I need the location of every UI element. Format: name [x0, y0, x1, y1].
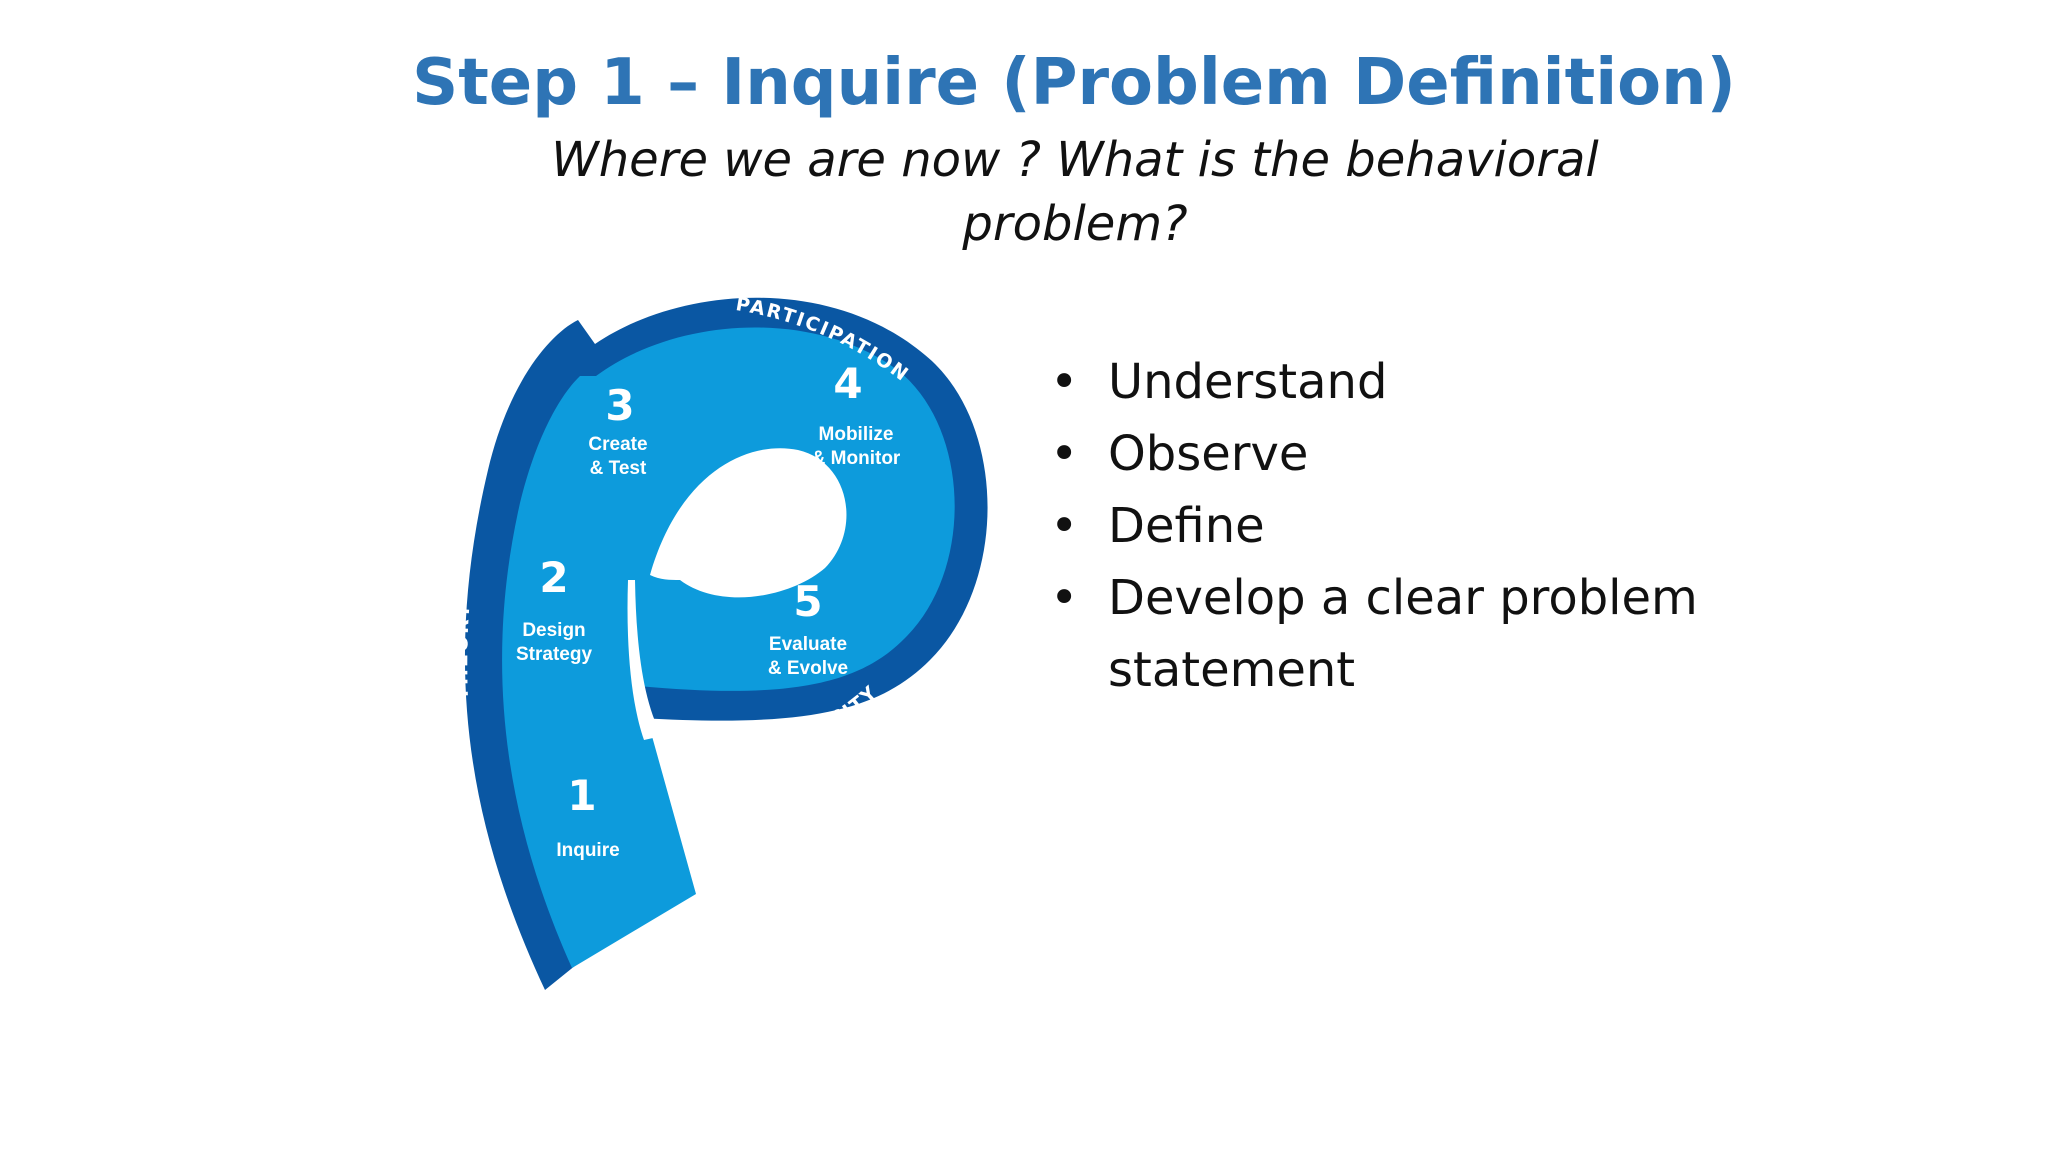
- step-2-group: 2 Design Strategy: [516, 553, 592, 665]
- step-4-label-line2: & Monitor: [812, 448, 901, 469]
- step-2-label-line2: Strategy: [516, 644, 592, 665]
- bullet-text: Develop a clear problem statement: [1108, 570, 1698, 698]
- bullet-item: • Observe: [1050, 418, 1770, 490]
- step-5-label-line1: Evaluate: [769, 634, 847, 655]
- step-5-number: 5: [793, 577, 822, 626]
- bullet-list: • Understand • Observe • Define • Develo…: [1050, 346, 1770, 706]
- step-1-number: 1: [567, 771, 596, 820]
- step-3-group: 3 Create & Test: [588, 381, 647, 479]
- bullet-marker: •: [1050, 426, 1079, 482]
- bullet-marker: •: [1050, 498, 1079, 554]
- step-4-group: 4 Mobilize & Monitor: [812, 359, 901, 469]
- p-process-diagram: PARTICIPATION THEORY CAPACITY 1 Inquire …: [430, 280, 1010, 1020]
- step-2-label-line1: Design: [522, 620, 585, 641]
- bullet-text: Define: [1108, 498, 1265, 554]
- step-3-label-line2: & Test: [590, 458, 647, 479]
- step-5-group: 5 Evaluate & Evolve: [768, 577, 848, 679]
- p-shape-inner-fill: [502, 327, 955, 968]
- p-shape-bowl: [650, 448, 847, 598]
- slide-subtitle: Where we are now ? What is the behaviora…: [551, 132, 1599, 252]
- bullet-item: • Understand: [1050, 346, 1770, 418]
- step-4-label-line1: Mobilize: [819, 424, 894, 445]
- step-3-number: 3: [605, 381, 634, 430]
- step-4-number: 4: [833, 359, 862, 408]
- step-2-number: 2: [539, 553, 568, 602]
- step-5-label-line2: & Evolve: [768, 658, 848, 679]
- step-1-label: Inquire: [556, 840, 619, 861]
- band-label-left: THEORY: [450, 602, 474, 701]
- step-3-label-line1: Create: [588, 434, 647, 455]
- slide-title: Step 1 – Inquire (Problem Definition): [412, 46, 1736, 120]
- bullet-marker: •: [1050, 570, 1079, 626]
- bullet-marker: •: [1050, 354, 1079, 410]
- bullet-text: Observe: [1108, 426, 1309, 482]
- bullet-item: • Develop a clear problem statement: [1050, 562, 1770, 706]
- bullet-item: • Define: [1050, 490, 1770, 562]
- bullet-text: Understand: [1108, 354, 1388, 410]
- p-shape-gap: [627, 580, 662, 740]
- step-1-group: 1 Inquire: [556, 771, 619, 861]
- p-process-graphic: PARTICIPATION THEORY CAPACITY 1 Inquire …: [450, 293, 988, 990]
